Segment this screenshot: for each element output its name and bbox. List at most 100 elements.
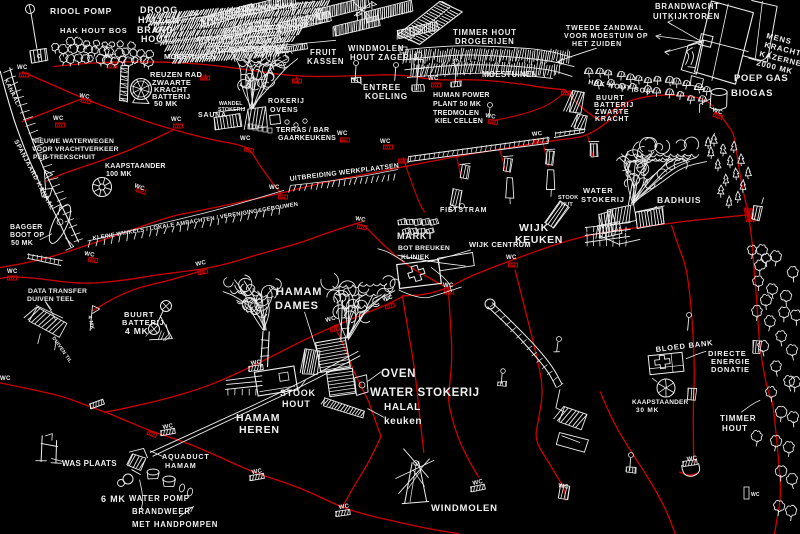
svg-text:WIJK CENTRUM: WIJK CENTRUM — [469, 240, 531, 249]
svg-text:HAMAM: HAMAM — [276, 286, 322, 298]
svg-text:WC: WC — [711, 107, 723, 116]
svg-text:KOELING: KOELING — [365, 92, 408, 101]
svg-text:ROKERIJ: ROKERIJ — [268, 98, 305, 105]
svg-text:DROOG: DROOG — [140, 5, 178, 15]
svg-text:HOUT ZAGERIJ: HOUT ZAGERIJ — [350, 53, 418, 62]
svg-text:STOOK: STOOK — [280, 388, 316, 398]
svg-text:WC: WC — [0, 376, 11, 382]
svg-text:BOT BREUKEN: BOT BREUKEN — [398, 245, 450, 252]
svg-text:ZWARTE: ZWARTE — [595, 109, 629, 116]
svg-text:WC: WC — [558, 483, 570, 491]
svg-text:TIMMER HOUT: TIMMER HOUT — [453, 28, 517, 37]
svg-text:BUURT: BUURT — [124, 310, 154, 319]
svg-text:PER TREKSCHUIT: PER TREKSCHUIT — [33, 154, 96, 161]
svg-text:WC: WC — [17, 65, 28, 71]
svg-text:WC: WC — [355, 216, 367, 224]
svg-text:MOESTUINEN: MOESTUINEN — [164, 52, 216, 61]
svg-text:WC: WC — [195, 260, 207, 268]
svg-text:BAGGER: BAGGER — [10, 224, 43, 231]
svg-text:WC: WC — [79, 93, 91, 101]
svg-text:WC: WC — [382, 294, 394, 303]
svg-text:AQUADUCT: AQUADUCT — [162, 452, 210, 461]
svg-text:UITKIJKTOREN: UITKIJKTOREN — [653, 12, 720, 21]
svg-text:TERRAS / BAR: TERRAS / BAR — [276, 127, 329, 134]
svg-text:DUIVEN TEEL: DUIVEN TEEL — [27, 296, 74, 303]
svg-text:ENTREE: ENTREE — [363, 83, 401, 92]
svg-text:4 MK: 4 MK — [125, 326, 149, 336]
svg-text:REUZEN RAD: REUZEN RAD — [150, 70, 202, 79]
svg-text:HAK HOUT BOS: HAK HOUT BOS — [60, 26, 128, 35]
svg-text:BIOGAS: BIOGAS — [731, 88, 773, 99]
svg-text:BRANDWACHT: BRANDWACHT — [655, 2, 720, 11]
svg-text:KIEL CELLEN: KIEL CELLEN — [435, 118, 483, 125]
svg-text:HALAL: HALAL — [384, 402, 421, 413]
svg-text:OVEN: OVEN — [381, 368, 416, 380]
svg-text:DIRECTE: DIRECTE — [708, 349, 747, 358]
svg-text:WC: WC — [337, 131, 348, 137]
svg-text:WATER POMP: WATER POMP — [129, 494, 190, 503]
svg-text:DATA TRANSFER: DATA TRANSFER — [28, 288, 87, 295]
svg-text:WC: WC — [240, 136, 251, 142]
svg-text:HAMAM: HAMAM — [165, 461, 197, 470]
svg-text:ENERGIE: ENERGIE — [711, 357, 750, 366]
svg-text:TREDMOLEN: TREDMOLEN — [433, 110, 479, 117]
svg-text:WINDMOLEN: WINDMOLEN — [431, 503, 498, 514]
svg-text:TWEEDE ZANDWAL: TWEEDE ZANDWAL — [566, 25, 644, 32]
svg-text:BRAND: BRAND — [137, 25, 174, 35]
svg-text:STOKERIJ: STOKERIJ — [218, 107, 245, 113]
svg-text:WC: WC — [133, 183, 145, 192]
svg-text:BATTERIJ: BATTERIJ — [152, 92, 191, 101]
svg-text:HET ZUIDEN: HET ZUIDEN — [572, 41, 622, 48]
svg-text:STOOK: STOOK — [558, 195, 578, 201]
svg-text:WC: WC — [251, 468, 263, 476]
svg-text:WIJK: WIJK — [519, 222, 549, 234]
svg-text:NIEUWE WATERWEGEN: NIEUWE WATERWEGEN — [32, 138, 114, 145]
svg-text:HUMAN POWER: HUMAN POWER — [433, 92, 490, 99]
svg-text:WC: WC — [7, 269, 18, 275]
svg-text:FRUIT: FRUIT — [310, 48, 337, 57]
svg-text:HUT: HUT — [561, 202, 573, 208]
svg-text:WC: WC — [53, 116, 64, 122]
svg-text:HOUT: HOUT — [282, 399, 311, 409]
svg-text:HOUT: HOUT — [141, 34, 170, 44]
svg-text:WC: WC — [485, 113, 497, 121]
svg-text:KRACHT: KRACHT — [154, 85, 188, 94]
svg-text:WC: WC — [532, 131, 544, 138]
svg-text:100 MK: 100 MK — [106, 171, 132, 178]
svg-text:MET HANDPOMPEN: MET HANDPOMPEN — [132, 520, 218, 529]
svg-text:WATER STOKERIJ: WATER STOKERIJ — [370, 387, 480, 399]
svg-text:STOKERIJ: STOKERIJ — [581, 195, 625, 204]
svg-text:PLANT 50 MK: PLANT 50 MK — [433, 101, 481, 108]
svg-text:SAUNA: SAUNA — [198, 112, 227, 119]
svg-text:HOUT: HOUT — [722, 424, 748, 433]
svg-text:BRANDWEER: BRANDWEER — [132, 507, 191, 516]
svg-text:WC: WC — [380, 139, 391, 145]
svg-text:WC: WC — [171, 117, 182, 123]
svg-text:VOOR VRACHTVERKEER: VOOR VRACHTVERKEER — [32, 146, 119, 153]
svg-text:WC: WC — [472, 479, 484, 487]
svg-text:BATTERIJ: BATTERIJ — [594, 102, 634, 109]
svg-text:MOESTUINEN: MOESTUINEN — [482, 70, 537, 79]
svg-text:BATTERIJ: BATTERIJ — [122, 318, 165, 327]
svg-text:WC: WC — [428, 76, 439, 82]
svg-text:WANDEL: WANDEL — [219, 101, 243, 107]
svg-text:POEP GAS: POEP GAS — [734, 73, 788, 84]
svg-text:4 MK: 4 MK — [86, 315, 95, 330]
svg-text:FIETSTRAM: FIETSTRAM — [440, 207, 487, 214]
svg-text:ZWAARTE: ZWAARTE — [152, 78, 191, 87]
svg-text:KAAPSTAANDER: KAAPSTAANDER — [632, 399, 689, 406]
svg-text:WC: WC — [250, 360, 262, 367]
svg-text:WAS PLAATS: WAS PLAATS — [62, 459, 117, 468]
svg-text:6 MK: 6 MK — [101, 494, 126, 504]
svg-text:KAAPSTAANDER: KAAPSTAANDER — [105, 163, 166, 170]
svg-text:WC: WC — [105, 54, 116, 60]
svg-text:KLINIEK: KLINIEK — [401, 254, 430, 261]
svg-text:GAARKEUKENS: GAARKEUKENS — [278, 135, 336, 142]
svg-text:WC: WC — [751, 492, 760, 498]
svg-text:DROGERIJEN: DROGERIJEN — [455, 37, 515, 46]
svg-text:OVENS: OVENS — [270, 107, 299, 114]
svg-text:WC: WC — [84, 251, 96, 259]
svg-text:30 MK: 30 MK — [636, 407, 659, 414]
svg-text:WC: WC — [338, 504, 350, 511]
svg-text:WATER: WATER — [583, 186, 614, 195]
